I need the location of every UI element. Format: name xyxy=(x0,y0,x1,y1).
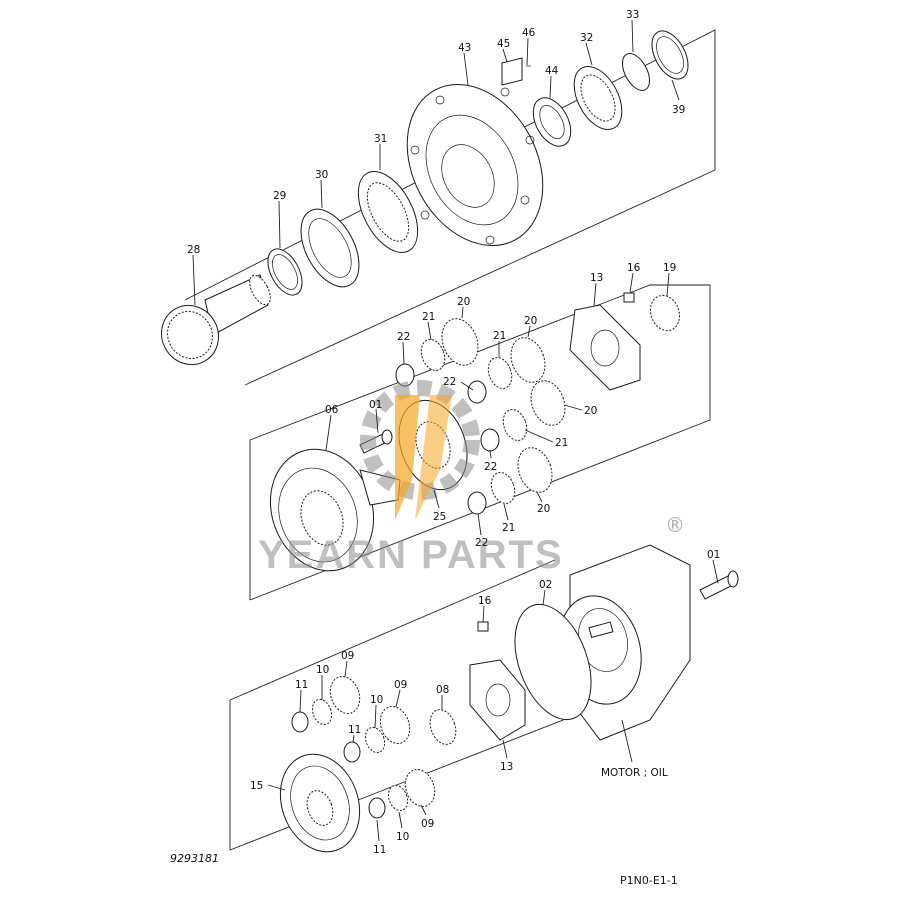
part-label: 16 xyxy=(627,262,641,274)
part-label: 22 xyxy=(484,461,497,473)
spacers-11 xyxy=(291,711,386,819)
part-label: 20 xyxy=(524,315,537,327)
part-label: 01 xyxy=(707,549,720,561)
part-label: 21 xyxy=(502,522,515,534)
part-label: 28 xyxy=(187,244,200,256)
watermark-gear-logo xyxy=(360,380,480,520)
part-label: 09 xyxy=(394,679,407,691)
sun-gear-08 xyxy=(429,709,457,745)
seal-30 xyxy=(300,208,360,288)
hub-housing xyxy=(406,84,544,246)
part-label: 13 xyxy=(590,272,603,284)
oil-seal-44 xyxy=(532,97,572,147)
group-frame-second-planetary xyxy=(249,284,711,601)
part-label: 22 xyxy=(397,331,410,343)
part-label: 13 xyxy=(500,761,513,773)
part-label: 20 xyxy=(584,405,597,417)
part-label: 09 xyxy=(341,650,354,662)
part-label: 44 xyxy=(545,65,559,77)
part-label: 29 xyxy=(273,190,286,202)
registered-symbol: ® xyxy=(665,513,685,537)
part-label: 09 xyxy=(421,818,434,830)
part-label: 11 xyxy=(295,679,308,691)
part-label: 21 xyxy=(422,311,435,323)
carrier-15 xyxy=(279,753,361,853)
part-label: 02 xyxy=(539,579,552,591)
part-label: 39 xyxy=(672,104,685,116)
carrier-06 xyxy=(269,448,401,572)
part-label: 15 xyxy=(250,780,263,792)
part-label: 31 xyxy=(374,133,387,145)
thrust-plate-13-lower xyxy=(469,659,526,741)
part-label: 30 xyxy=(315,169,328,181)
part-label: 08 xyxy=(436,684,449,696)
bolt-16-lower xyxy=(477,621,489,632)
part-label: 22 xyxy=(475,537,488,549)
part-label: 19 xyxy=(663,262,676,274)
part-label: 20 xyxy=(457,296,470,308)
motor-label: MOTOR ; OIL xyxy=(601,767,668,779)
watermark: YEARN PARTS ® xyxy=(258,380,685,577)
part-label: 45 xyxy=(497,38,510,50)
part-label: 11 xyxy=(348,724,361,736)
part-label: 46 xyxy=(522,27,536,39)
drawing-number: 9293181 xyxy=(170,852,219,865)
shim-39 xyxy=(651,30,689,80)
part-label: 22 xyxy=(443,376,456,388)
bolt-16-upper xyxy=(623,292,635,303)
part-label: 01 xyxy=(369,399,382,411)
gear-19 xyxy=(649,294,681,332)
bearing-31 xyxy=(357,171,419,253)
part-label: 32 xyxy=(580,32,593,44)
part-label: 16 xyxy=(478,595,492,607)
needle-bearings-21 xyxy=(420,339,528,504)
motor-leader-line xyxy=(621,719,633,763)
part-label: 10 xyxy=(396,831,409,843)
part-label: 21 xyxy=(555,437,568,449)
needle-bearings-10 xyxy=(311,698,409,812)
plate-45 xyxy=(501,57,531,86)
watermark-brand-text: YEARN PARTS xyxy=(258,533,564,577)
planet-gears-09 xyxy=(329,676,436,807)
planet-gears-20 xyxy=(441,318,566,493)
bolt-01-lower xyxy=(699,570,739,600)
part-label: 43 xyxy=(458,42,471,54)
part-label: 10 xyxy=(370,694,383,706)
callout-labels: 43 45 46 44 32 33 39 31 30 29 28 13 16 1… xyxy=(187,9,720,856)
part-label: 11 xyxy=(373,844,386,856)
part-label: 25 xyxy=(433,511,446,523)
pinion-shaft-28 xyxy=(161,274,271,366)
o-ring-02 xyxy=(514,603,592,721)
part-label: 10 xyxy=(316,664,329,676)
diagram-code: P1N0-E1-1 xyxy=(620,874,678,887)
ring-29 xyxy=(267,248,303,296)
spacers-22 xyxy=(395,363,500,515)
bearing-32 xyxy=(573,66,623,130)
part-label: 06 xyxy=(325,404,339,416)
part-label: 33 xyxy=(626,9,639,21)
part-label: 21 xyxy=(493,330,506,342)
ring-33 xyxy=(621,53,651,91)
thrust-plate-13-upper xyxy=(569,304,641,391)
part-label: 20 xyxy=(537,503,550,515)
